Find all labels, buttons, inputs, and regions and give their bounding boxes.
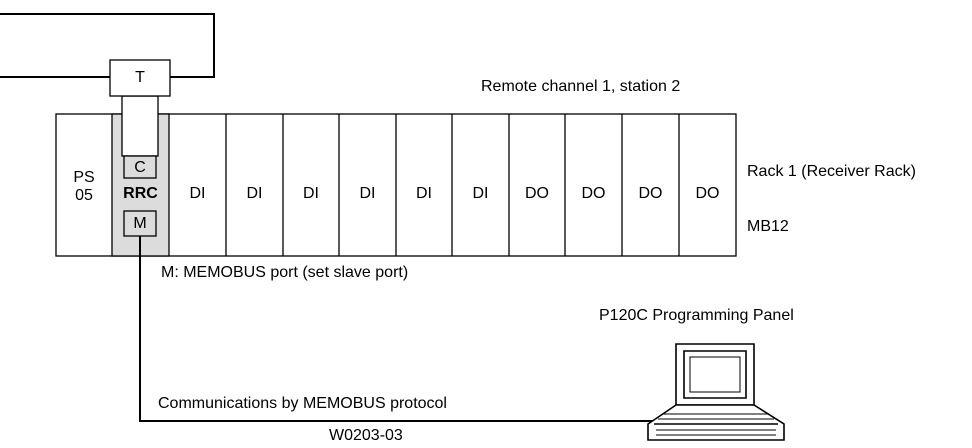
module-label: DI [472, 185, 489, 202]
module-label: DO [581, 185, 606, 202]
t-connector-stem [121, 95, 159, 157]
programming-panel-icon [647, 343, 785, 441]
t-terminator-box [109, 59, 171, 97]
module-label: DI [246, 185, 263, 202]
terminator-label: T [135, 69, 145, 86]
port-m-label: M [133, 215, 147, 232]
module-label: DI [416, 185, 432, 202]
slot-dividers [225, 114, 680, 256]
comms-label: Communications by MEMOBUS protocol [158, 395, 447, 412]
port-c-label: C [134, 159, 146, 176]
module-label: DO [695, 185, 720, 202]
power-supply-line1: PS [73, 169, 95, 186]
module-label: DO [525, 185, 549, 202]
power-supply-label: PS 05 [56, 169, 112, 206]
rack-name-label: Rack 1 (Receiver Rack) [747, 163, 916, 180]
memobus-cable [139, 236, 668, 422]
module-label: DI [189, 185, 206, 202]
power-supply-line2: 05 [75, 187, 93, 205]
remote-channel-label: Remote channel 1, station 2 [481, 78, 681, 95]
remote-cable [0, 13, 215, 78]
memobus-port-label: M: MEMOBUS port (set slave port) [161, 264, 409, 281]
mount-base-label: MB12 [747, 218, 789, 235]
module-label: DI [359, 185, 376, 202]
figure-id-label: W0203-03 [329, 427, 403, 444]
module-label: DO [638, 185, 663, 202]
port-c-box [123, 155, 157, 179]
port-m-box [123, 210, 157, 237]
programming-panel-label: P120C Programming Panel [599, 307, 794, 324]
rrc-label: RRC [123, 185, 158, 202]
module-label: DI [303, 185, 319, 202]
